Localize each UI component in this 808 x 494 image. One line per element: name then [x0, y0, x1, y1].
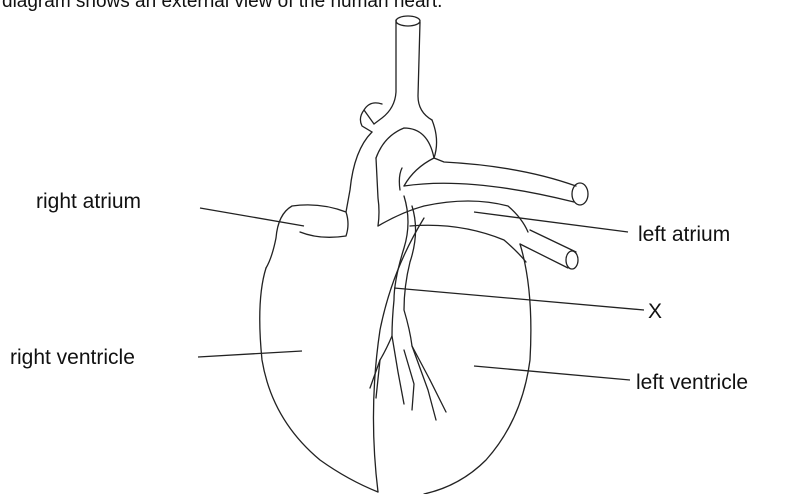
heart-body-right: [424, 244, 531, 494]
right-atrium-outline: [266, 205, 348, 268]
label-left-atrium: left atrium: [638, 224, 730, 245]
leader-right-ventricle: [198, 351, 302, 357]
leader-left-ventricle: [474, 366, 630, 380]
label-right-ventricle: right ventricle: [10, 347, 135, 368]
pulmonary-artery: [399, 168, 574, 202]
aortic-inner: [376, 128, 576, 186]
leader-left-atrium: [474, 212, 628, 232]
vein-opening: [566, 251, 578, 269]
pulmonary-opening: [572, 183, 588, 205]
label-left-ventricle: left ventricle: [636, 372, 748, 393]
label-right-atrium: right atrium: [36, 191, 141, 212]
leader-right-atrium: [200, 208, 304, 226]
superior-vessel: [374, 20, 432, 124]
pulmonary-vein: [520, 230, 576, 268]
aorta-lower: [376, 158, 434, 226]
leader-x: [394, 288, 644, 310]
superior-vessel-opening: [396, 16, 420, 26]
leader-lines: [198, 208, 644, 380]
heart-outline: [260, 16, 588, 494]
aortic-arch: [346, 120, 437, 212]
heart-body-left: [260, 268, 378, 492]
left-atrium-lower: [410, 225, 526, 262]
small-branch: [360, 103, 382, 132]
coronary-vessel: [370, 196, 408, 388]
label-x: X: [648, 301, 662, 322]
